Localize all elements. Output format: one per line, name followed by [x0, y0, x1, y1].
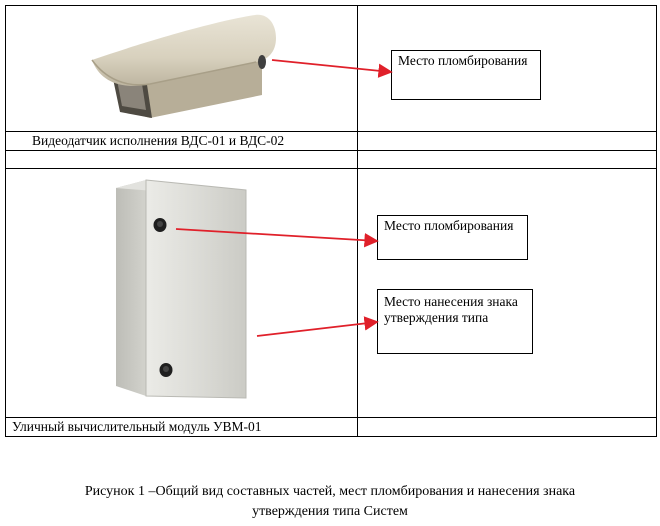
cabinet-mark-arrow: [256, 316, 379, 337]
figure-caption-line-2: утверждения типа Систем: [252, 504, 408, 519]
camera-housing-image: [91, 14, 276, 118]
cabinet-mark-callout: Место нанесения знака утверждения типа: [377, 289, 533, 354]
cabinet-label: Уличный вычислительный модуль УВМ-01: [12, 419, 262, 434]
cabinet-image: [116, 179, 247, 399]
camera-seal-arrow: [271, 59, 393, 78]
cabinet-seal-callout: Место пломбирования: [377, 215, 528, 260]
cabinet-label-empty-cell: [357, 417, 657, 437]
figure-caption-line-1: Рисунок 1 –Общий вид составных частей, м…: [84, 484, 576, 499]
camera-seal-callout: Место пломбирования: [391, 50, 541, 100]
camera-label: Видеодатчик исполнения ВДС-01 и ВДС-02: [32, 133, 285, 148]
cabinet-seal-arrow: [175, 228, 379, 248]
figure-caption: Рисунок 1 –Общий вид составных частей, м…: [0, 482, 660, 522]
components-table: [5, 5, 657, 437]
